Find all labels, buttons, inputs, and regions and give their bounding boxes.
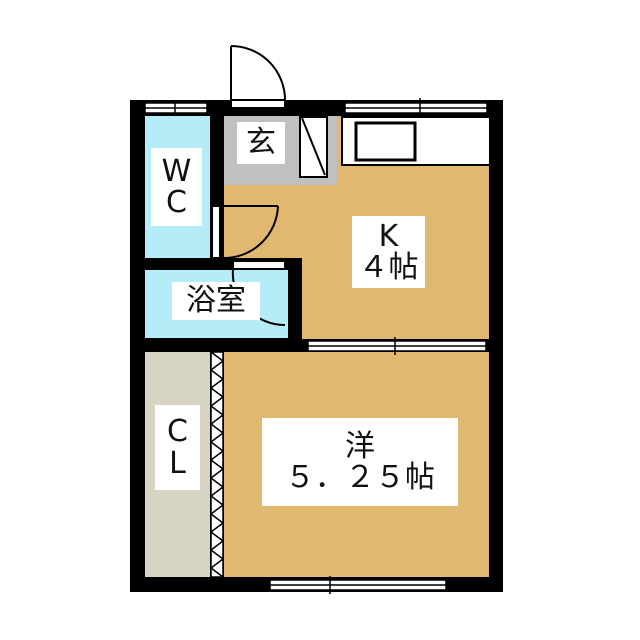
- toilet-label: W C: [151, 148, 202, 226]
- toilet-door[interactable]: [211, 205, 279, 259]
- closet-text-1: C: [167, 414, 188, 449]
- entrance-text: 玄: [246, 125, 276, 161]
- closet-sliding-door[interactable]: [209, 351, 225, 578]
- kitchen-text-2: ４帖: [358, 250, 419, 285]
- bath-text: 浴室: [186, 283, 246, 319]
- western-text-1: 洋: [345, 428, 375, 464]
- kitchen-label: K ４帖: [352, 216, 425, 288]
- toilet-text-1: W: [161, 153, 192, 189]
- western-room-label: 洋 ５．２５帖: [262, 418, 458, 506]
- western-text-2: ５．２５帖: [285, 460, 435, 495]
- toilet-text-2: C: [166, 185, 187, 220]
- windows: [144, 98, 488, 594]
- kitchen-text-1: K: [378, 218, 399, 254]
- bath-label: 浴室: [172, 282, 260, 320]
- closet-label: C L: [155, 405, 200, 490]
- entry-door[interactable]: [230, 45, 286, 109]
- closet-text-2: L: [169, 445, 186, 481]
- entrance-label: 玄: [237, 122, 285, 164]
- sink: [354, 121, 417, 162]
